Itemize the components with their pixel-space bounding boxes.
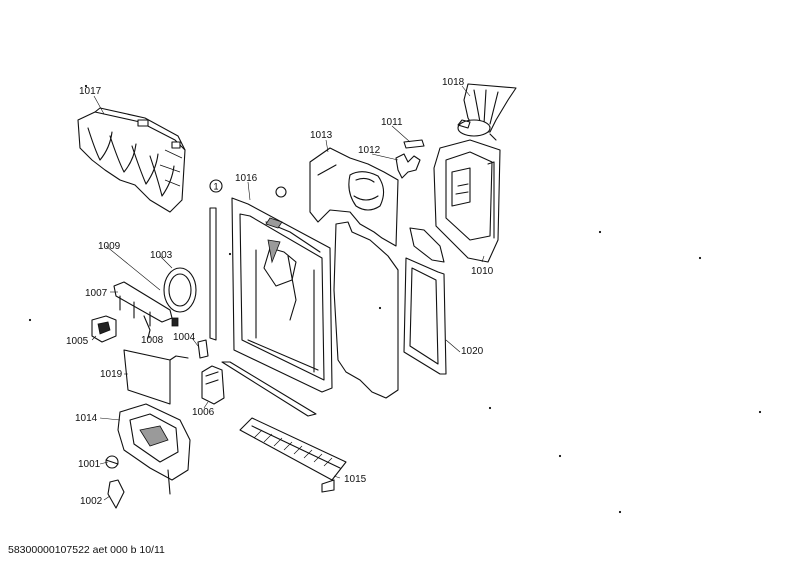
part-1017-ice-maker xyxy=(77,107,186,213)
part-1018-chute xyxy=(457,83,517,141)
label-1011: 1011 xyxy=(381,117,403,128)
part-1019-plate xyxy=(123,349,189,405)
part-1008-lever xyxy=(143,315,179,339)
leader-lines xyxy=(91,85,485,501)
label-1016: 1016 xyxy=(235,173,258,184)
part-bottom-strip xyxy=(221,361,317,417)
part-1001-knob xyxy=(105,455,119,469)
part-insulation-sheet xyxy=(333,221,399,399)
part-1013-panel xyxy=(309,147,399,247)
label-1008: 1008 xyxy=(141,335,164,346)
label-1004: 1004 xyxy=(173,332,196,343)
label-1009: 1009 xyxy=(98,241,121,252)
label-1005: 1005 xyxy=(66,336,89,347)
registration-dots xyxy=(28,84,762,514)
label-1013: 1013 xyxy=(310,130,333,141)
label-1003: 1003 xyxy=(150,250,173,261)
label-1002: 1002 xyxy=(80,496,103,507)
label-1001: 1001 xyxy=(78,459,101,470)
reference-marker: 1 xyxy=(209,179,223,193)
label-1015: 1015 xyxy=(344,474,367,485)
label-1014: 1014 xyxy=(75,413,98,424)
label-1017: 1017 xyxy=(79,86,102,97)
part-1016-main-frame xyxy=(231,186,333,393)
part-1015-tray xyxy=(239,417,347,493)
part-1012-bracket xyxy=(395,153,421,179)
label-1007: 1007 xyxy=(85,288,108,299)
part-1003-ring xyxy=(163,267,197,313)
part-1014-drive xyxy=(117,403,191,495)
reference-marker-text: 1 xyxy=(213,182,218,192)
part-1005-switch xyxy=(91,315,117,343)
part-1010-housing xyxy=(433,139,501,263)
part-1004-connector xyxy=(197,339,209,359)
label-1020: 1020 xyxy=(461,346,484,357)
label-1018: 1018 xyxy=(442,77,465,88)
label-1006: 1006 xyxy=(192,407,215,418)
drawing-footer-code: 58300000107522 aet 000 b 10/11 xyxy=(8,544,165,556)
part-gasket-strip xyxy=(209,207,217,341)
label-1012: 1012 xyxy=(358,145,381,156)
part-1011-clip xyxy=(403,139,425,149)
part-1002-plug xyxy=(107,479,125,509)
part-1007-bracket xyxy=(113,281,173,327)
part-1006-actuator xyxy=(201,365,225,405)
part-1020-frame xyxy=(403,227,447,375)
label-1019: 1019 xyxy=(100,369,123,380)
label-1010: 1010 xyxy=(471,266,494,277)
